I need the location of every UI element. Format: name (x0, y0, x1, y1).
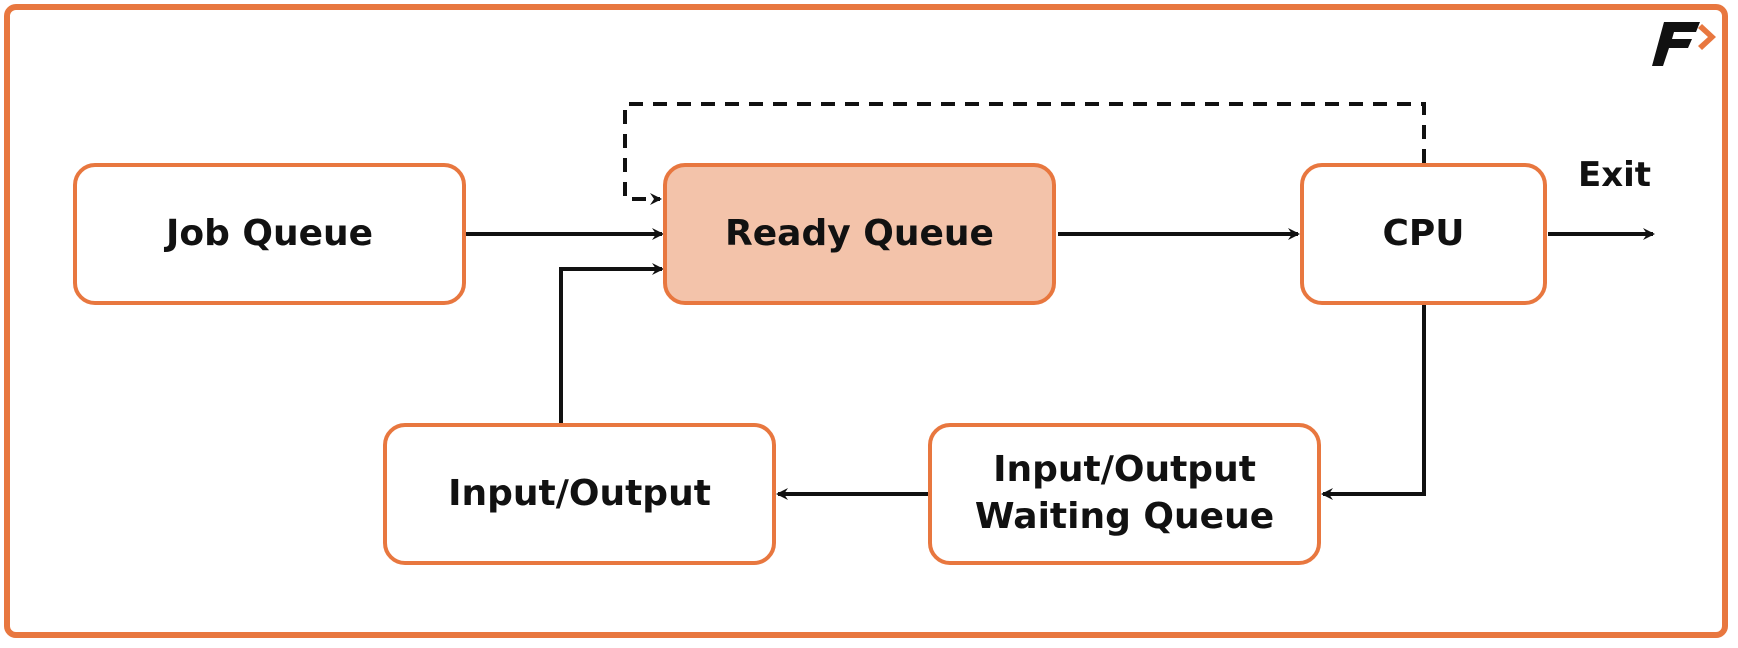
cpu-node: CPU (1300, 163, 1547, 305)
brand-logo-icon (1652, 22, 1716, 66)
job-queue-label: Job Queue (165, 212, 374, 254)
io-waiting-queue-node: Input/Output Waiting Queue (928, 423, 1321, 565)
io-label: Input/Output (448, 472, 711, 514)
diagram-frame (4, 4, 1728, 638)
io-node: Input/Output (383, 423, 776, 565)
io-waiting-line2: Waiting Queue (974, 496, 1275, 537)
ready-queue-node: Ready Queue (663, 163, 1056, 305)
ready-queue-label: Ready Queue (725, 212, 994, 254)
exit-label: Exit (1578, 155, 1652, 195)
cpu-label: CPU (1382, 212, 1465, 254)
io-waiting-queue-text: Input/Output Waiting Queue (975, 447, 1274, 541)
job-queue-node: Job Queue (73, 163, 466, 305)
dashed-arrow-cpu-to-ready (623, 102, 1426, 205)
arrow-io-to-ready (559, 263, 664, 427)
io-waiting-line1: Input/Output (993, 449, 1256, 491)
arrow-cpu-to-io-waiting (1321, 305, 1426, 500)
